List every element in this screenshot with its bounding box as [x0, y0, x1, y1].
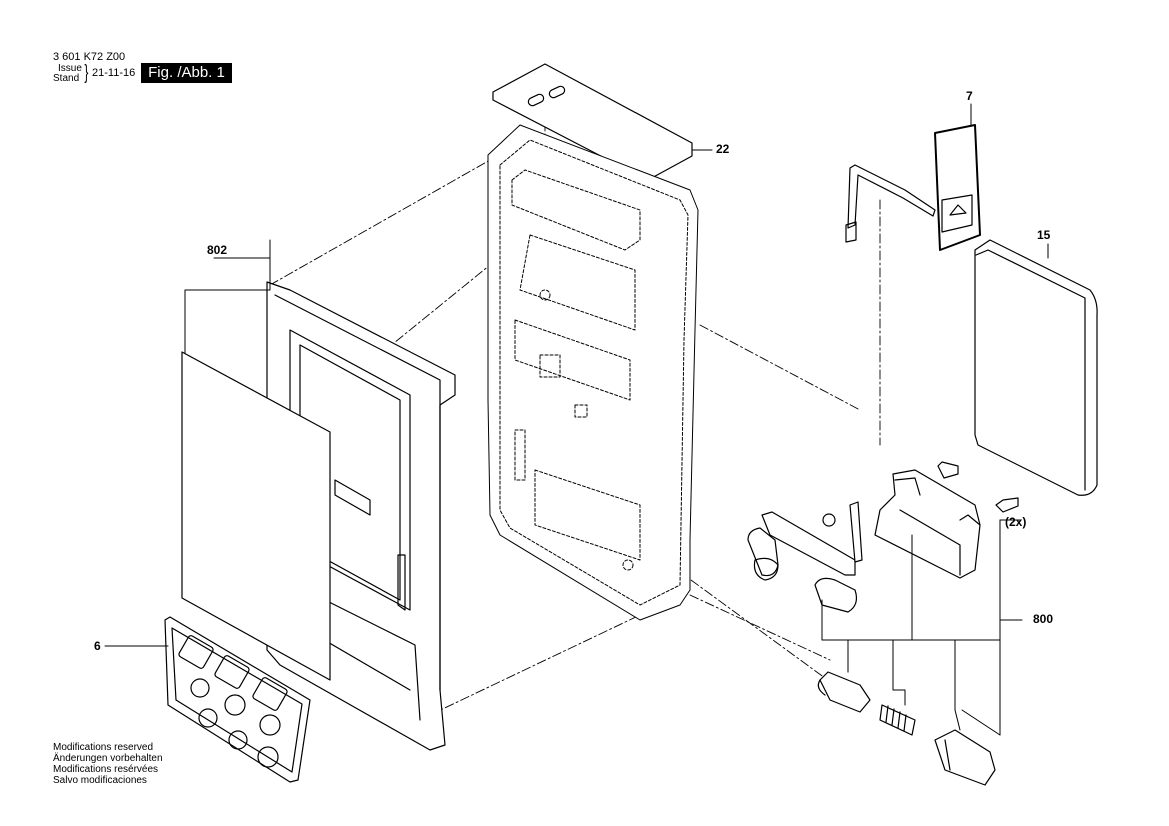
part-22-cover-plate — [492, 63, 693, 181]
notice-line-es: Salvo modificaciones — [53, 775, 147, 786]
issue-brace: } — [84, 62, 89, 84]
part-802-panel — [181, 351, 371, 681]
callout-6: 6 — [94, 639, 101, 653]
callout-7: 7 — [966, 89, 973, 103]
part-15-battery — [974, 239, 1098, 496]
issue-date: 21-11-16 — [92, 67, 136, 79]
part-6-keypad — [164, 616, 311, 783]
part-number: 3 601 K72 Z00 — [53, 51, 126, 63]
stand-label: Stand — [53, 73, 80, 84]
notice-line-en: Modifications reserved — [53, 742, 154, 753]
part-7-flex-pcb — [845, 124, 981, 251]
main-housing — [487, 124, 699, 621]
callout-802: 802 — [207, 243, 228, 257]
callout-qty-2x: (2x) — [1005, 515, 1027, 529]
modifications-notice: Modifications reserved Änderungen vorbeh… — [53, 742, 163, 786]
figure-label: Fig. /Abb. 1 — [141, 63, 232, 83]
notice-line-fr: Modifications resérvées — [53, 764, 159, 775]
callout-800: 800 — [1033, 612, 1054, 626]
callout-22: 22 — [716, 142, 730, 156]
callout-15: 15 — [1037, 228, 1051, 242]
issue-label: Issue — [58, 63, 82, 74]
leader-lines — [104, 103, 1049, 736]
part-800-latch — [747, 461, 1019, 786]
notice-line-de: Änderungen vorbehalten — [53, 753, 163, 764]
